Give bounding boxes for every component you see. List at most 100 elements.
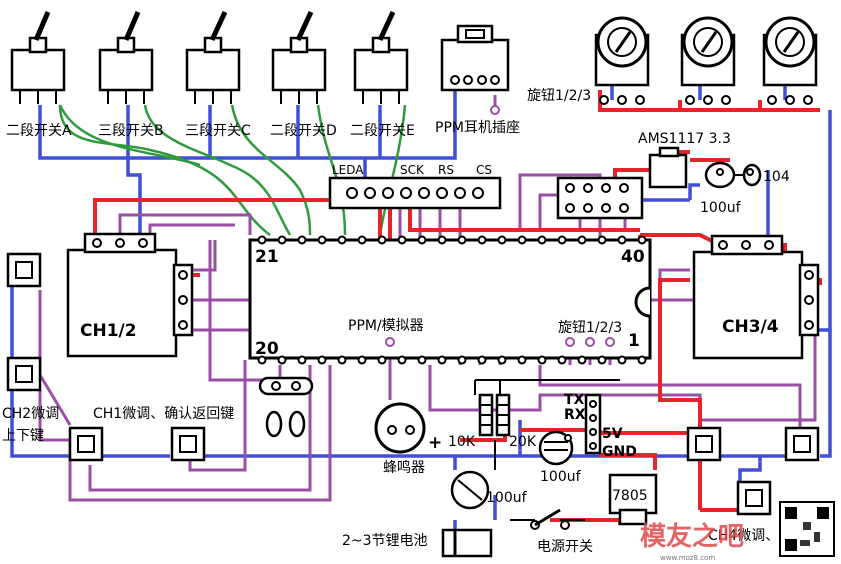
chip-pin [377,235,387,245]
gimbal-left [66,232,194,358]
ppm-jack [440,24,510,115]
uart-tx: TX [564,392,585,408]
resistor-10k [478,393,494,437]
chip-pin21-label: 21 [255,247,279,267]
buzzer [374,402,426,454]
lcd-header [328,176,502,210]
chip-pin [577,355,587,365]
gimbal-left-label: CH1/2 [80,321,137,341]
capacitor-100uf-bottom [450,470,490,510]
ch1-trim-label: CH1微调、确认返回键 [93,406,234,422]
toggle-switch-e [353,10,409,104]
chip-pin [597,235,607,245]
chip-pin [617,355,627,365]
chip-pin [597,355,607,365]
resistor-20k-label: 20K [509,434,537,450]
switch-b-label: 三段开关B [98,123,164,139]
gimbal-right [692,234,820,360]
capacitor-100uf-mid [538,430,574,466]
chip-pin1-label: 1 [628,331,640,351]
uart-rx: RX [564,407,586,423]
knob-2 [680,16,736,105]
toggle-switch-b [98,11,154,104]
chip-pin [577,235,587,245]
battery-connector [441,528,493,558]
chip-pin [517,235,527,245]
chip-pin [257,355,267,365]
toggle-switch-a [10,11,66,104]
regulator-7805 [608,473,658,526]
chip-pin [317,235,327,245]
chip-pin [497,355,507,365]
button-up[interactable] [6,252,42,288]
mcu-bottom-pins [257,355,647,365]
chip-pin40-label: 40 [621,247,645,267]
switch-c-label: 三段开关C [185,123,251,139]
toggle-switch-d [271,10,327,104]
chip-pin [277,235,287,245]
knobs-label: 旋钮1/2/3 [527,88,591,104]
chip-pin [497,235,507,245]
power-switch-label: 电源开关 [537,539,593,555]
button-ch2[interactable] [6,356,42,392]
button-ch4b[interactable] [736,480,772,516]
battery-label: 2~3节锂电池 [342,533,428,549]
resistor-10k-label: 10K [448,434,476,450]
ppm-jack-label: PPM耳机插座 [435,120,520,136]
chip-pin [337,235,347,245]
chip-center-label: PPM/模拟器 [348,318,424,334]
ams1117-regulator [648,146,688,189]
chip-pin [557,235,567,245]
watermark: 模友之吧 www.moz8.com [640,501,835,562]
chip-pin [257,235,267,245]
chip-pin [397,235,407,245]
chip-pin [397,355,407,365]
button-ch1[interactable] [170,426,206,462]
crystal [258,376,314,438]
uart-gnd: GND [602,444,637,460]
cap-100uf-top-label: 100uf [700,200,742,216]
chip-pin [637,355,647,365]
knob-1 [594,16,650,105]
chip-pin [557,355,567,365]
chip-pin [377,355,387,365]
chip-pin [357,355,367,365]
ams1117-label: AMS1117 3.3 [638,131,731,147]
chip-pin [337,355,347,365]
chip-knob-label: 旋钮1/2/3 [558,320,622,336]
chip-pin [617,235,627,245]
isp-header [556,176,644,220]
knob-3 [762,16,818,105]
cap-100uf-bottom-label: 100uf [486,490,528,506]
lcd-pin-rs: RS [438,163,454,177]
cap-104-label: 104 [763,169,790,185]
chip-pin [477,235,487,245]
switch-a-label: 二段开关A [6,123,72,139]
button-ch3[interactable] [686,426,722,462]
chip-pin [537,235,547,245]
watermark-logo: 模友之吧 [640,521,744,552]
ch2-trim-label: CH2微调 [2,406,59,422]
chip-pin20-label: 20 [255,339,279,359]
switch-d-label: 二段开关D [270,123,337,139]
toggle-switch-c [185,10,241,104]
plus-sign: + [428,433,442,453]
resistor-20k [495,393,511,437]
chip-pin [457,355,467,365]
uart-header [584,393,602,455]
ch4-trim-label: CH4微调、 [708,528,779,544]
chip-pin [537,355,547,365]
button-down[interactable] [68,426,104,462]
chip-pin [437,235,447,245]
mcu-top-pins [257,235,647,245]
chip-pin [317,355,327,365]
chip-pin [457,235,467,245]
chip-pin [417,235,427,245]
button-ch4a[interactable] [784,426,820,462]
watermark-url: www.moz8.com [660,554,715,562]
power-switch[interactable] [530,508,570,530]
lcd-pin-sck: SCK [400,163,425,177]
switch-e-label: 二段开关E [350,123,415,139]
chip-pin [637,235,647,245]
